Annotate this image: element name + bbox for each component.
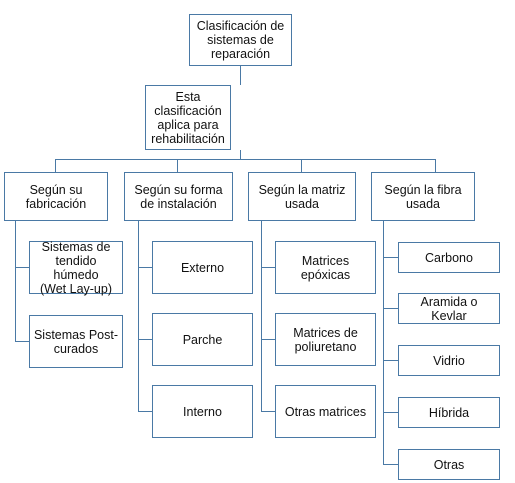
- category-instalacion: Según su forma de instalación: [124, 172, 233, 221]
- leaf-parche: Parche: [152, 313, 253, 366]
- leaf-hibrida: Híbrida: [398, 397, 500, 428]
- leaf-otras: Otras: [398, 449, 500, 480]
- category-fibra: Según la fibra usada: [371, 172, 475, 221]
- leaf-carbono: Carbono: [398, 242, 500, 273]
- leaf-externo: Externo: [152, 241, 253, 294]
- leaf-post-curados: Sistemas Post- curados: [29, 315, 123, 368]
- leaf-tendido-humedo: Sistemas de tendido húmedo (Wet Lay-up): [29, 240, 123, 296]
- leaf-vidrio: Vidrio: [398, 345, 500, 376]
- category-matriz: Según la matriz usada: [248, 172, 356, 221]
- category-fabricacion: Según su fabricación: [4, 172, 108, 221]
- leaf-interno: Interno: [152, 385, 253, 438]
- root-node: Clasificación de sistemas de reparación: [189, 14, 292, 66]
- leaf-aramida-kevlar: Aramida o Kevlar: [398, 293, 500, 324]
- leaf-otras-matrices: Otras matrices: [275, 385, 376, 438]
- leaf-poliuretano: Matrices de poliuretano: [275, 313, 376, 366]
- scope-note-node: Esta clasificación aplica para rehabilit…: [145, 85, 231, 150]
- leaf-epoxicas: Matrices epóxicas: [275, 241, 376, 294]
